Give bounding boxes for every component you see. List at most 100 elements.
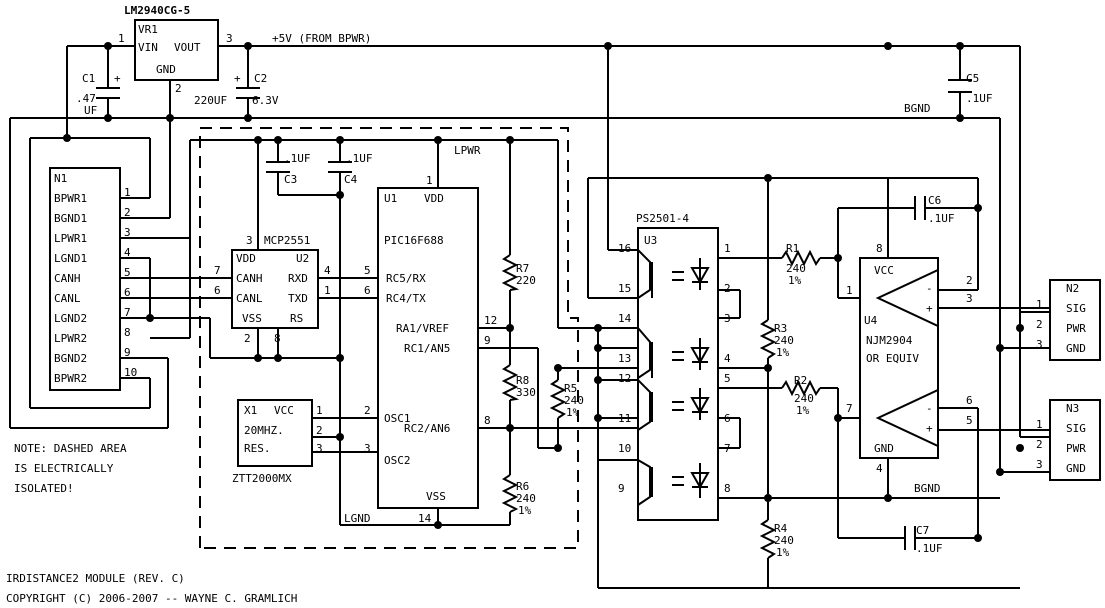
n3-pin-name: SIG [1066,422,1086,435]
n1-pin-name: CANH [54,272,81,285]
u2-pin4: 4 [324,264,331,277]
u3-left-pin-number: 15 [618,282,631,295]
n2-pin-name: SIG [1066,302,1086,315]
u1-rc5-label: RC5/RX [386,272,426,285]
r3-ref-label: R3 [774,322,787,335]
n1-pin-number: 1 [124,186,131,199]
u3-left-pin-number: 13 [618,352,631,365]
r8-zigzag [501,364,520,401]
u1-osc2-label: OSC2 [384,454,411,467]
n3-pin-name: GND [1066,462,1086,475]
c2-val2-label: 6.3V [252,94,279,107]
note-line-3: ISOLATED! [14,482,74,495]
r7-zigzag [501,254,520,291]
u4-pin1: 1 [846,284,853,297]
u2-rxd-label: RXD [288,272,308,285]
logic-wires [120,139,700,526]
r2-ref-label: R2 [794,374,807,387]
u3-right-pin-number: 2 [724,282,731,295]
title-line-2: COPYRIGHT (C) 2006-2007 -- WAYNE C. GRAM… [6,592,297,605]
x1-pin2: 2 [316,424,323,437]
r4-tol-label: 1% [776,546,790,559]
u3-right-pin-number: 7 [724,442,731,455]
c7-val-label: .1UF [916,542,943,555]
u2-vss-label: VSS [242,312,262,325]
u1-vdd-label: VDD [424,192,444,205]
x1-freq-label: 20MHZ. [244,424,284,437]
c2-val1-label: 220UF [194,94,227,107]
r6-val-label: 240 [516,492,536,505]
c2-plus-label: + [234,72,241,85]
u2-ref-label: U2 [296,252,309,265]
capacitor-symbols [96,79,972,550]
u1-pin8: 8 [484,414,491,427]
u3-right-pin-number: 1 [724,242,731,255]
c1-plus-label: + [114,72,121,85]
r7-ref-label: R7 [516,262,529,275]
u3-right-pin-number: 3 [724,312,731,325]
net-bgnd-bottom-label: BGND [914,482,941,495]
n1-pin-name: BPWR1 [54,192,87,205]
n1-body [49,167,121,391]
u1-part-label: PIC16F688 [384,234,444,247]
n1-pin-name: CANL [54,292,81,305]
u4-pin7: 7 [846,402,853,415]
c5-ref-label: C5 [966,72,979,85]
r5-val-label: 240 [564,394,584,407]
n1-pin-name: BGND2 [54,352,87,365]
resistor-symbols [501,249,821,559]
u1-rc4-label: RC4/TX [386,292,426,305]
vr1-body [134,19,219,81]
u3-left-pin-number: 12 [618,372,631,385]
u3-right-pin-number: 6 [724,412,731,425]
u3-left-pin-number: 14 [618,312,632,325]
u2-vdd-label: VDD [236,252,256,265]
x1-pin1: 1 [316,404,323,417]
net-lpwr-label: LPWR [454,144,481,157]
c7-ref-label: C7 [916,524,929,537]
u4-pin5: 5 [966,414,973,427]
vr1-gnd-label: GND [156,63,176,76]
u4-minus-b: - [926,402,933,415]
u4-equiv-label: OR EQUIV [866,352,919,365]
r1-ref-label: R1 [786,242,799,255]
n2-pin-number: 2 [1036,318,1043,331]
x1-vcc-label: VCC [274,404,294,417]
r3-tol-label: 1% [776,346,790,359]
u3-ref-label: U3 [644,234,657,247]
c6-val-label: .1UF [928,212,955,225]
r4-ref-label: R4 [774,522,788,535]
junction-dots [63,42,1024,542]
u4-pin4: 4 [876,462,883,475]
u2-part-label: MCP2551 [264,234,310,247]
r2-zigzag [781,379,821,397]
u4-minus-a: - [926,282,933,295]
n1-pin-number: 7 [124,306,131,319]
optocoupler-channels [637,249,710,506]
u4-pin2: 2 [966,274,973,287]
n2-pin-number: 3 [1036,338,1043,351]
n1-pin-name: LGND1 [54,252,87,265]
n3-pin-number: 2 [1036,438,1043,451]
n1-pin-number: 10 [124,366,137,379]
vr1-pin1: 1 [118,32,125,45]
n1-pin-number: 5 [124,266,131,279]
r6-tol-label: 1% [518,504,532,517]
u2-txd-label: TXD [288,292,308,305]
c3-val-label: .1UF [284,152,311,165]
u2-pin6: 6 [214,284,221,297]
opamp-b [875,388,939,448]
vr1-ref-label: VR1 [138,23,158,36]
u3-left-pin-number: 16 [618,242,631,255]
n3-pin-name: PWR [1066,442,1086,455]
u1-pin2: 2 [364,404,371,417]
u1-pin3: 3 [364,442,371,455]
u1-body [377,187,479,509]
r1-zigzag [781,249,821,267]
n1-pin-number: 8 [124,326,131,339]
n3-pin-number: 3 [1036,458,1043,471]
